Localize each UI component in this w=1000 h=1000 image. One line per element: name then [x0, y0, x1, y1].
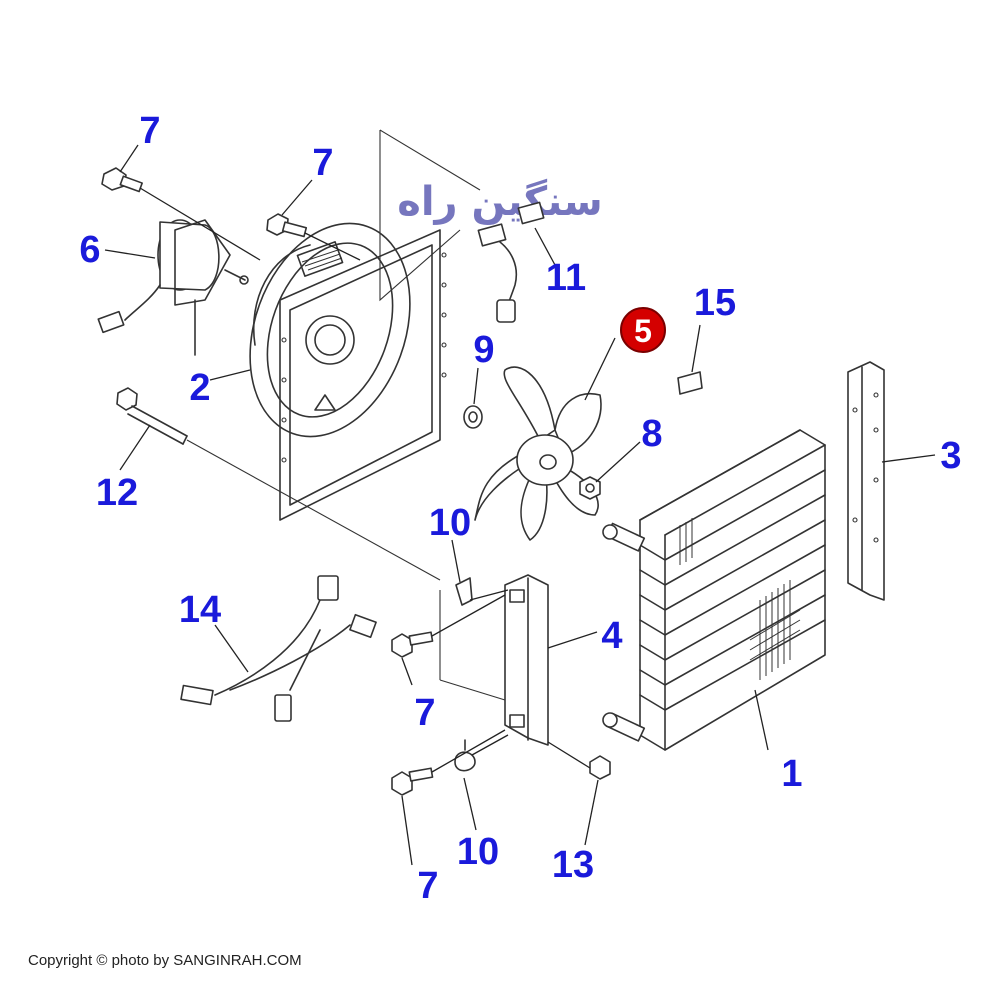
- label-clamp-lower: 10: [457, 831, 499, 873]
- harness-top: [477, 201, 545, 323]
- fan-motor: [97, 219, 249, 356]
- label-screw-top-left: 7: [139, 110, 160, 152]
- long-bolt: [116, 387, 441, 581]
- label-bolt: 12: [96, 472, 138, 514]
- label-screw-top-middle: 7: [312, 142, 333, 184]
- label-shroud: 2: [189, 367, 210, 409]
- copyright-notice: Copyright © photo by SANGINRAH.COM: [28, 952, 302, 969]
- label-tag: [677, 371, 703, 395]
- label-condenser-core: 1: [781, 753, 802, 795]
- label-washer: 9: [473, 329, 494, 371]
- highlight-badge-label: 5: [634, 313, 652, 349]
- label-harness-bottom: 14: [179, 589, 221, 631]
- highlight-badge: 5: [620, 307, 666, 353]
- harness-bottom: [180, 575, 377, 722]
- fan-nut: [579, 476, 601, 500]
- label-tag: 15: [694, 282, 736, 324]
- watermark: سنگین راه: [397, 178, 603, 225]
- condenser-core: [602, 429, 826, 751]
- side-bracket: [847, 361, 885, 601]
- screw-lower-lower: [391, 729, 506, 796]
- clamp-upper: [455, 577, 509, 606]
- label-lower-bracket: 4: [601, 615, 622, 657]
- lower-bracket: [439, 574, 549, 746]
- bracket-nut: [547, 741, 611, 780]
- label-side-bracket: 3: [940, 435, 961, 477]
- clamp-lower: [454, 734, 509, 772]
- label-bracket-nut: 13: [552, 844, 594, 886]
- label-fan-nut: 8: [641, 413, 662, 455]
- label-motor: 6: [79, 229, 100, 271]
- screw-lower-upper: [391, 594, 506, 658]
- parts-diagram: سنگین راه: [79, 110, 961, 907]
- washer: [463, 405, 483, 429]
- label-screw-lower-upper: 7: [414, 692, 435, 734]
- label-harness-top: 11: [546, 257, 586, 299]
- screw-top-left: [101, 167, 261, 261]
- label-screw-lower-lower: 7: [417, 865, 438, 907]
- fan-shroud: [249, 222, 447, 521]
- screw-top-middle: [266, 213, 361, 261]
- label-clamp-upper: 10: [429, 502, 471, 544]
- cooling-fan: [474, 366, 602, 541]
